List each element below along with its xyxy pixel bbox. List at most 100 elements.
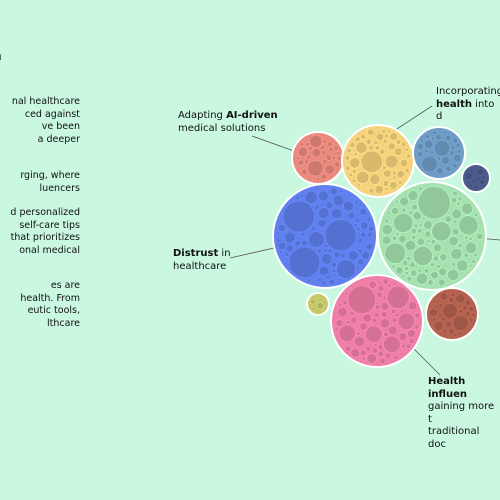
bubble-brown-inner <box>452 314 469 332</box>
bubble-blue-inner <box>279 250 284 255</box>
bubble-red-inner <box>335 151 341 156</box>
bubble-brown-inner <box>468 317 473 322</box>
bubble-red-inner <box>305 142 310 147</box>
bubble-yellow-inner <box>353 151 358 157</box>
bubble-green-inner <box>398 234 407 244</box>
bubble-blue-inner <box>357 258 365 266</box>
bubble-blue-inner <box>295 195 300 201</box>
bubble-green-inner <box>395 199 400 204</box>
bubble-navy-inner <box>469 168 475 173</box>
bubble-blue-inner <box>294 239 301 247</box>
bubble-red-inner <box>336 155 342 161</box>
bubble-pink-inner <box>361 356 366 361</box>
bubble-pink-inner <box>356 331 361 336</box>
bubble-blue-inner <box>331 268 337 274</box>
bubble-green-inner <box>432 255 439 262</box>
bubble-yellow-inner <box>368 145 374 151</box>
bubble-blue-inner <box>354 200 359 205</box>
bubble-steelblue-inner <box>432 130 438 135</box>
bubble-brown-inner <box>462 305 468 311</box>
bubble-blue-inner <box>308 231 325 248</box>
bubble-brown-inner <box>433 320 444 331</box>
bubble-steelblue-inner <box>449 150 455 156</box>
bubble-blue-inner <box>277 223 286 232</box>
bubble-brown-inner <box>465 299 472 306</box>
bubble-pink-inner <box>401 343 406 349</box>
bubble-green-inner <box>437 278 446 287</box>
bubble-brown-inner <box>453 333 458 337</box>
bubble-green-inner <box>452 219 458 225</box>
bubble-yellow-inner <box>391 170 397 176</box>
bubble-steelblue-inner <box>424 133 431 140</box>
bubble-brown-inner <box>468 305 475 312</box>
bubble-green-inner <box>438 267 448 277</box>
bubble-green-inner <box>413 223 419 229</box>
bubble-blue-inner <box>284 252 290 257</box>
bubble-pink-inner <box>405 343 412 350</box>
bubble-blue-inner <box>321 280 327 286</box>
bubble-blue-inner <box>333 251 341 259</box>
bubble-green-inner <box>418 223 423 228</box>
bubble-pink-inner <box>376 291 383 299</box>
bubble-pink-inner <box>414 312 420 319</box>
bubble-green-inner <box>406 276 412 282</box>
bubble-pink-inner <box>383 335 401 353</box>
bubble-green-inner <box>411 235 417 240</box>
bubble-pink-inner <box>378 285 385 292</box>
bubble-yellow-inner <box>346 147 352 154</box>
bubble-yellow-inner <box>389 132 398 141</box>
bubble-red-inner <box>300 142 305 147</box>
bubble-yellow-inner <box>398 180 403 185</box>
bubble-green-inner <box>395 231 400 237</box>
bubble-steelblue-inner <box>416 142 424 150</box>
bubble-steelblue-inner <box>455 143 461 148</box>
bubble-green-inner <box>391 264 396 269</box>
bubble-pink-inner <box>407 301 418 311</box>
bubble-yellow-inner <box>374 185 384 195</box>
bubble-pink-inner <box>392 317 398 323</box>
bubble-pink-inner <box>399 352 404 357</box>
paragraph-4: es are health. From eutic tools, lthcare <box>20 280 80 329</box>
bubble-pink-inner <box>383 331 389 337</box>
bubble-navy-inner <box>470 179 476 184</box>
bubble-green-inner <box>404 239 417 252</box>
paragraph-1: nal healthcare ced against ve been a dee… <box>11 96 80 145</box>
bubble-blue-inner <box>323 248 328 253</box>
bubble-green-inner <box>474 212 479 217</box>
bubble-green-inner <box>456 259 469 272</box>
bubble-pink-inner <box>399 309 405 314</box>
bubble-blue-inner <box>284 231 296 244</box>
bubble-pink-inner <box>392 281 397 286</box>
bubble-pink-inner <box>380 310 388 318</box>
bubble-blue-inner <box>366 231 373 238</box>
bubble-yellow-inner <box>351 178 357 183</box>
bubble-green-inner <box>468 236 473 241</box>
bubble-olive-inner <box>311 306 316 311</box>
bubble-green-inner <box>427 279 434 286</box>
bubble-pink-inner <box>409 338 415 344</box>
bubble-green-inner <box>458 215 479 236</box>
bubble-blue-inner <box>368 226 374 232</box>
bubble-steelblue-inner <box>431 136 436 141</box>
bubble-green-inner <box>464 235 469 241</box>
bubble-olive-inner <box>316 302 324 310</box>
bubble-green-inner <box>423 220 433 230</box>
bubble-yellow-inner <box>395 139 402 145</box>
bubble-steelblue-inner <box>433 140 451 157</box>
bubble-brown-inner <box>438 302 444 308</box>
bubble-blue-inner <box>336 259 356 279</box>
bubble-yellow-inner <box>389 181 398 190</box>
bubble-blue-inner <box>359 207 368 216</box>
bubble-yellow-inner <box>404 167 410 173</box>
bubble-pink-inner <box>347 285 377 314</box>
bubble-yellow-inner <box>348 172 354 177</box>
bubble-blue-inner <box>320 253 333 265</box>
bubble-blue-inner <box>356 226 361 231</box>
bubble-green-inner <box>406 255 412 261</box>
bubble-green-inner <box>393 212 414 233</box>
bubble-navy-inner <box>479 179 486 186</box>
bubble-steelblue-inner <box>452 137 459 144</box>
bubble-blue-inner <box>338 277 343 282</box>
paragraph-2: rging, where luencers <box>20 170 80 194</box>
section-title: h <box>0 50 2 63</box>
